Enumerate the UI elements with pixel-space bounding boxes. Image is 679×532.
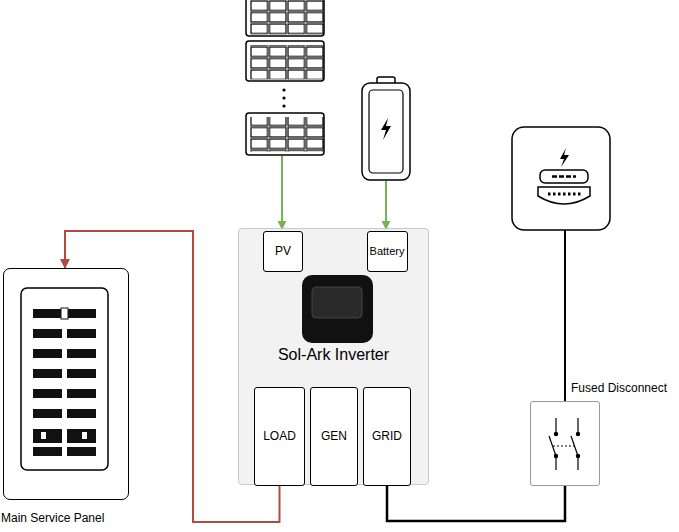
node-label: Main Service Panel — [1, 511, 104, 525]
node-label: Battery — [370, 245, 405, 258]
port-box: PV — [263, 231, 303, 272]
breaker — [67, 429, 96, 443]
breaker — [33, 369, 62, 378]
breaker — [33, 409, 62, 418]
node-label: LOAD — [263, 429, 296, 443]
grid-wire — [387, 486, 565, 521]
breaker — [33, 429, 62, 443]
utility-meter — [512, 127, 610, 230]
breaker — [67, 329, 96, 338]
breaker — [67, 309, 96, 318]
disconnect-switch — [549, 418, 580, 470]
battery-icon — [362, 77, 410, 180]
breaker — [33, 349, 62, 358]
breaker — [33, 329, 62, 338]
breaker — [67, 369, 96, 378]
breaker-handle — [41, 432, 46, 439]
breaker — [67, 409, 96, 418]
node-label: Sol-Ark Inverter — [239, 345, 428, 364]
node-label: GRID — [372, 429, 402, 443]
breaker-panel — [21, 288, 108, 470]
breaker — [33, 389, 62, 398]
inverter-box: Sol-Ark Inverter PV BatteryLOAD GEN GRID — [238, 228, 429, 485]
breaker-handle — [61, 308, 68, 319]
disconnect-box: Fused Disconnect — [530, 401, 600, 486]
load-feed — [65, 231, 280, 522]
breaker — [33, 309, 62, 318]
inverter-screen — [302, 275, 373, 343]
terminal-box: GEN — [310, 387, 358, 486]
node-label: GEN — [321, 429, 347, 443]
port-box: Battery — [367, 231, 408, 272]
terminal-box: GRID — [363, 387, 411, 486]
battery-feed-arrow — [385, 181, 387, 229]
breaker — [67, 447, 96, 456]
meter-wire — [564, 230, 566, 401]
pv-feed-arrow — [281, 156, 283, 229]
service-panel: Main Service Panel — [3, 268, 129, 500]
terminal-box: LOAD — [254, 387, 305, 486]
breaker — [33, 447, 62, 456]
node-label: Fused Disconnect — [571, 381, 667, 395]
breaker-handle — [82, 432, 87, 439]
node-label: PV — [275, 244, 291, 258]
screen-display — [312, 287, 362, 318]
solar-panels — [246, 0, 324, 155]
breaker — [67, 349, 96, 358]
breaker — [67, 389, 96, 398]
